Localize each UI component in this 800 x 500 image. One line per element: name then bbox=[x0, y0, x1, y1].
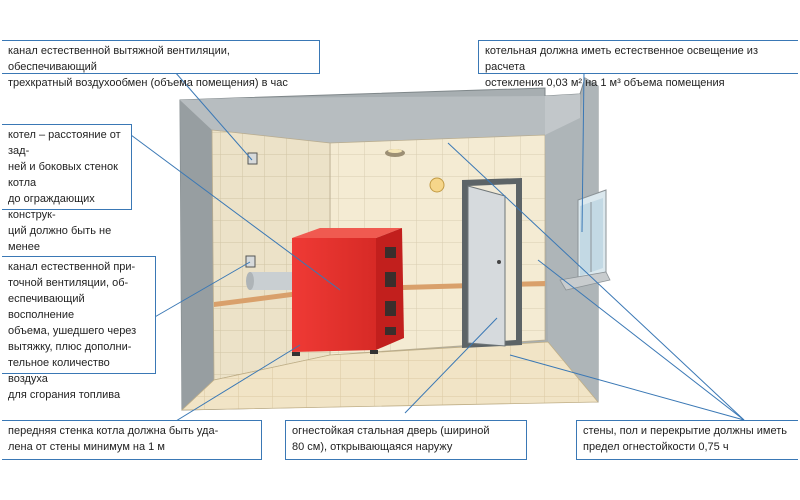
boiler bbox=[292, 228, 404, 356]
wall-lamp bbox=[429, 177, 445, 193]
ceiling-slab bbox=[180, 96, 545, 143]
callout-boiler-distance: котел – расстояние от зад- ней и боковых… bbox=[2, 124, 132, 269]
window bbox=[559, 189, 611, 291]
callout-door: огнестойкая стальная дверь (шириной 80 с… bbox=[285, 420, 527, 460]
supply-vent-grille bbox=[245, 255, 256, 268]
callout-front-wall: передняя стенка котла должна быть уда- л… bbox=[2, 420, 262, 460]
leader-lines bbox=[130, 71, 745, 433]
right-wall-segment bbox=[545, 78, 598, 402]
left-wall-face bbox=[180, 100, 214, 410]
steel-door bbox=[462, 178, 522, 348]
callout-supply-vent: канал естественной при- точной вентиляци… bbox=[2, 256, 156, 401]
callout-lighting: котельная должна иметь естественное осве… bbox=[478, 40, 798, 89]
exhaust-vent-grille bbox=[247, 152, 258, 165]
callout-fire-resistance: стены, пол и перекрытие должны иметь пре… bbox=[576, 420, 798, 460]
flue-pipe bbox=[246, 272, 294, 290]
callout-exhaust-vent: канал естественной вытяжной вентиляции, … bbox=[2, 40, 320, 89]
